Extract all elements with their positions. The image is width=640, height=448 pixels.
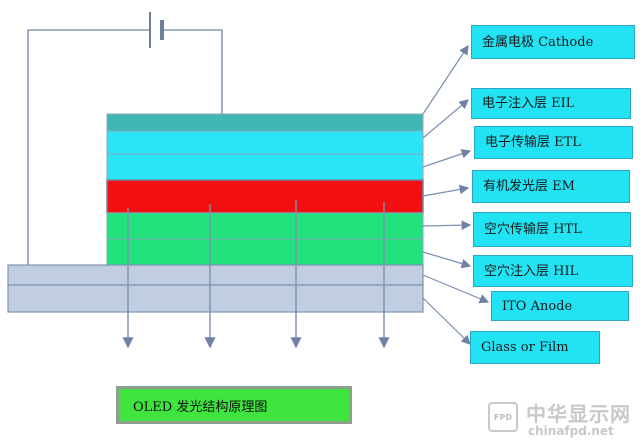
battery-icon [149, 12, 164, 48]
watermark: FPD 中华显示网 chinafpd.net [488, 398, 636, 442]
leader-line [422, 44, 469, 115]
leader-line [422, 297, 471, 345]
label-glass: Glass or Film [470, 331, 600, 364]
leader-lines [422, 44, 490, 345]
layer-hil [106, 238, 424, 266]
leader-line [422, 99, 469, 139]
leader-line [422, 274, 490, 304]
circuit-wire [27, 29, 223, 265]
leader-line [422, 149, 472, 168]
label-ito: ITO Anode [491, 291, 629, 321]
label-hil: 空穴注入层 HIL [473, 255, 633, 287]
layer-etl [106, 153, 424, 181]
label-htl: 空穴传输层 HTL [473, 212, 631, 247]
label-eil: 电子注入层 EIL [471, 88, 631, 119]
layer-htl [106, 212, 424, 240]
layer-ito [7, 264, 424, 286]
watermark-logo-icon: FPD [488, 402, 518, 432]
diagram-caption: OLED 发光结构原理图 [116, 386, 352, 424]
watermark-url: chinafpd.net [528, 424, 614, 438]
leader-line [422, 251, 472, 269]
leader-line [422, 220, 472, 230]
label-cathode: 金属电极 Cathode [471, 25, 635, 59]
layer-em [106, 179, 424, 214]
layer-eil [106, 130, 424, 155]
leader-line [422, 184, 470, 197]
light-arrows [122, 200, 390, 349]
layer-cathode [106, 113, 424, 132]
label-etl: 电子传输层 ETL [474, 126, 633, 159]
label-em: 有机发光层 EM [472, 170, 630, 203]
layer-glass [7, 284, 424, 313]
watermark-name: 中华显示网 [526, 402, 631, 426]
